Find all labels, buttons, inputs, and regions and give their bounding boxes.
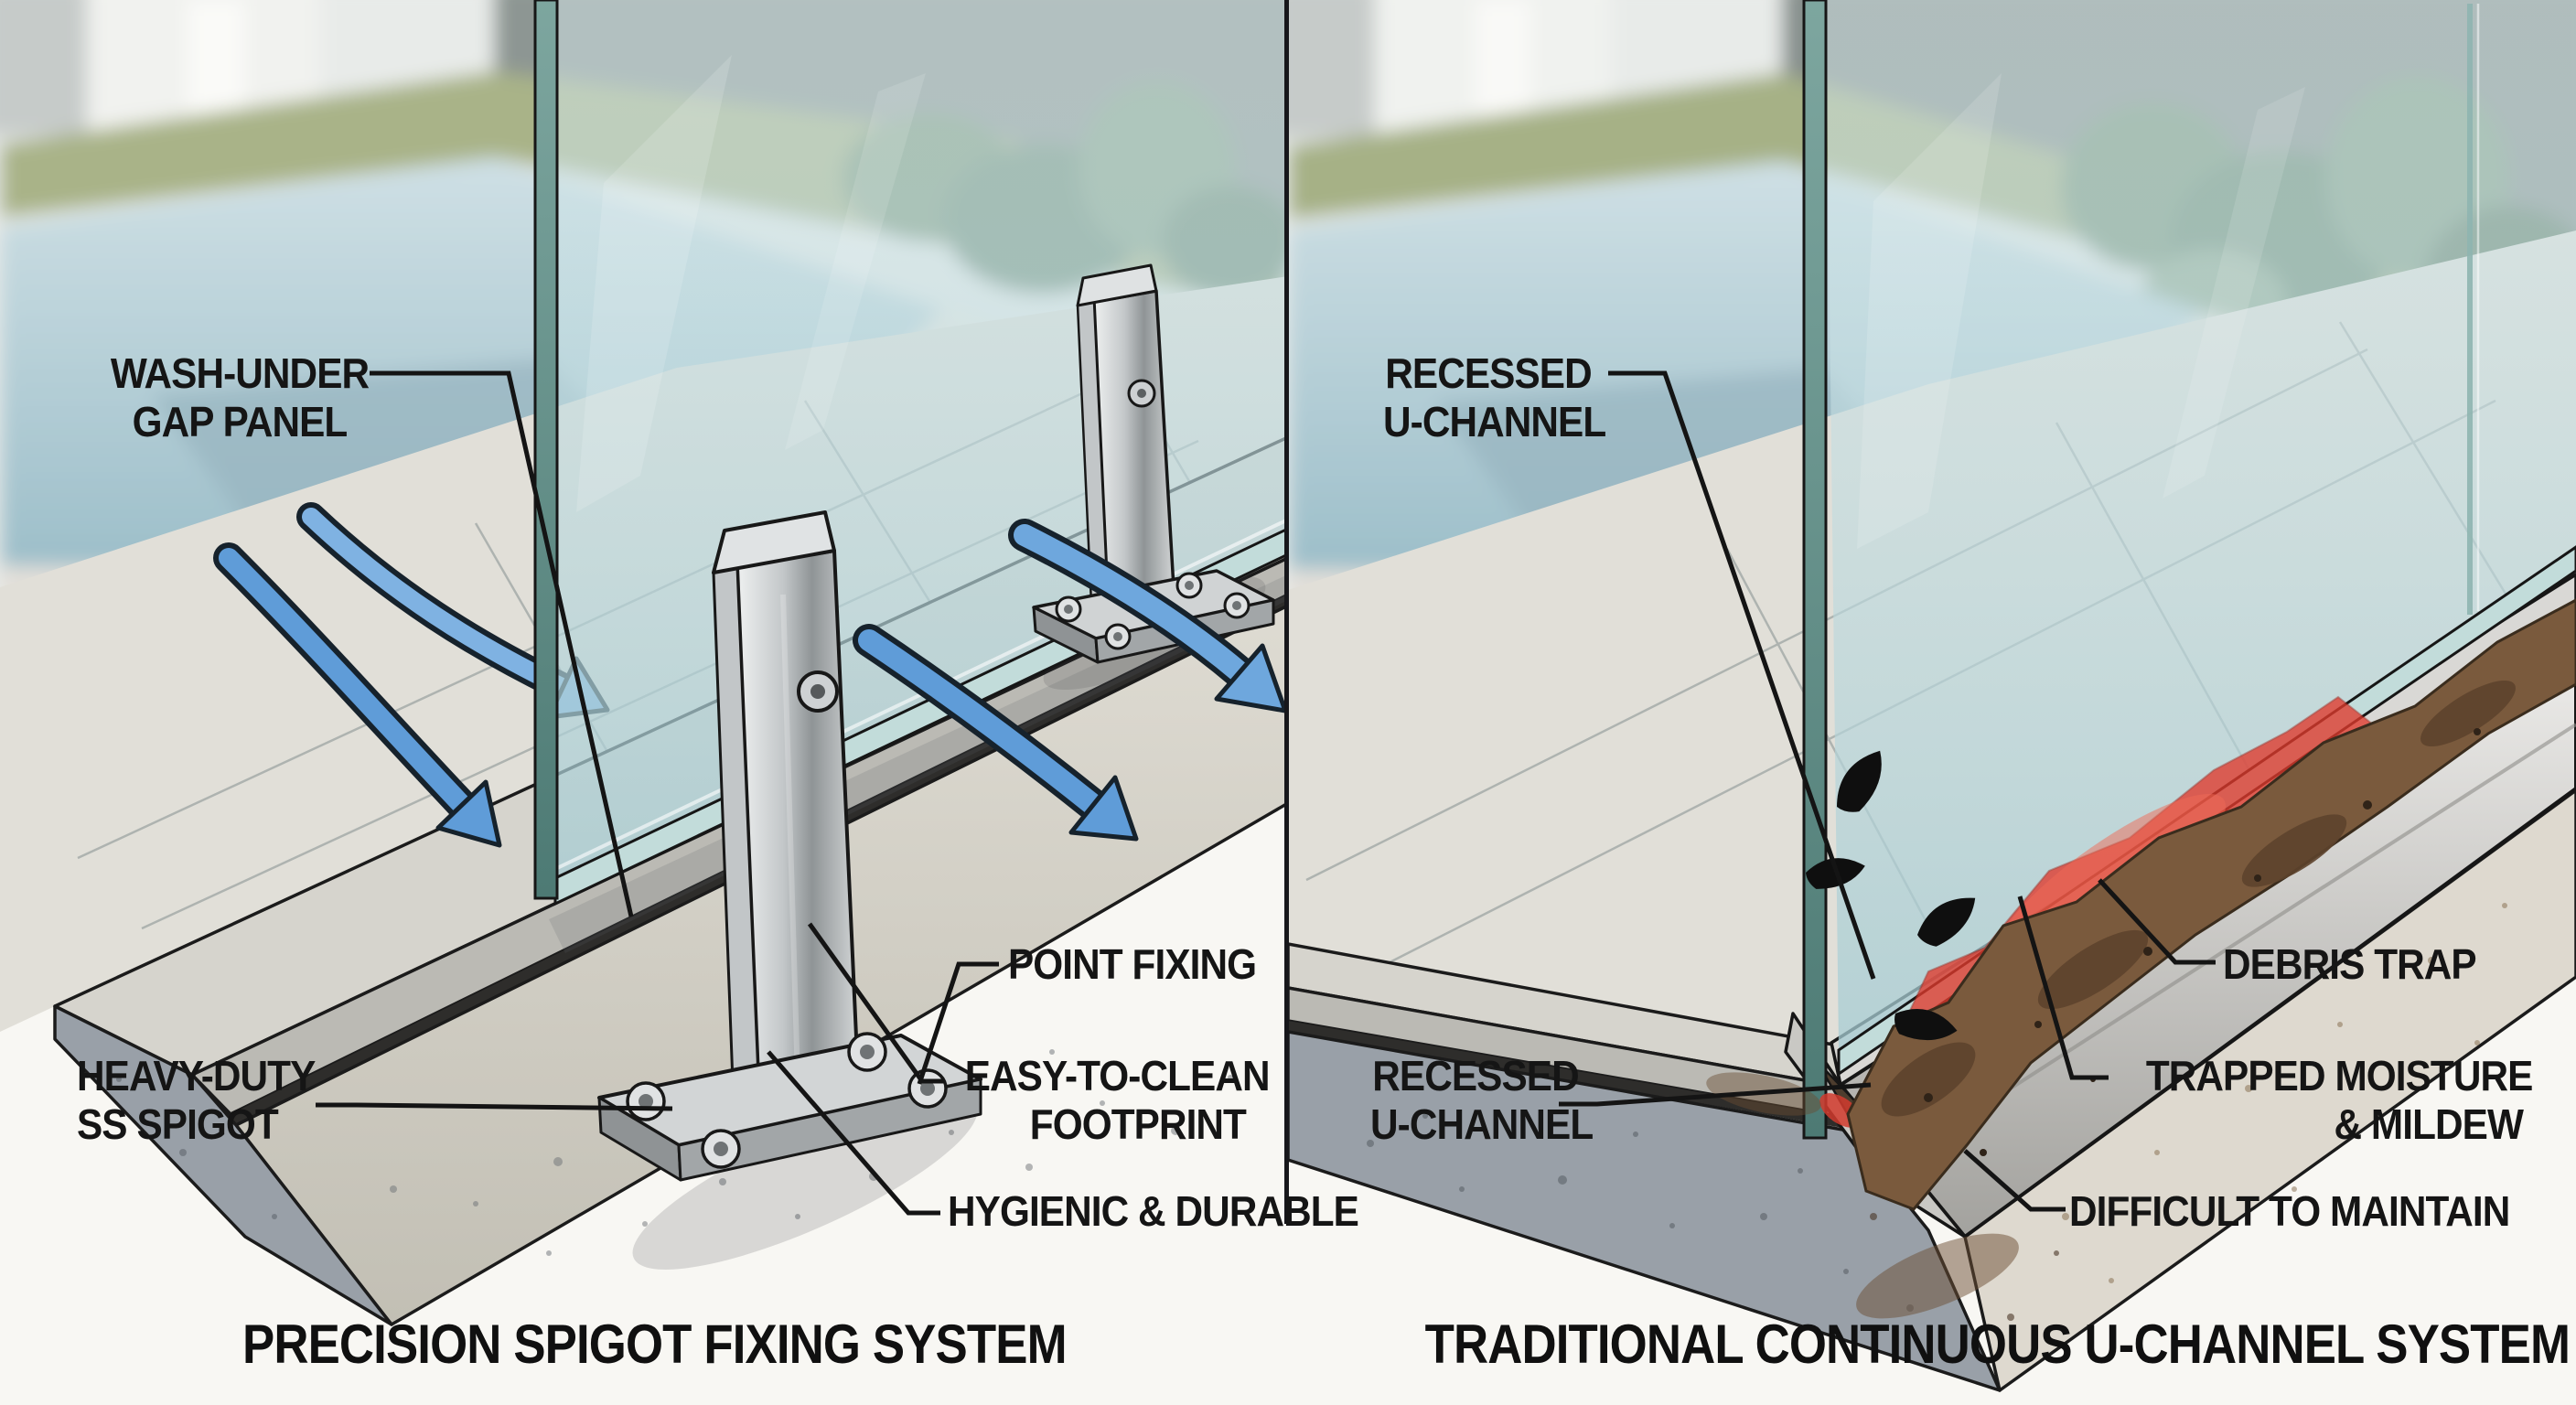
- label-line: U-CHANNEL: [1370, 1100, 1594, 1149]
- label-line: HYGIENIC & DURABLE: [948, 1187, 1359, 1235]
- label-heavy-duty-ss-spigot: HEAVY-DUTY SS SPIGOT: [77, 1052, 316, 1150]
- panel-divider: [1284, 0, 1289, 1224]
- flow-arrow-icon: [213, 542, 502, 848]
- label-recessed-u-channel-bottom: RECESSED U-CHANNEL: [1370, 1052, 1594, 1150]
- label-line: FOOTPRINT: [1029, 1100, 1247, 1149]
- label-line: & MILDEW: [2334, 1100, 2523, 1149]
- label-line: U-CHANNEL: [1383, 398, 1606, 446]
- label-hygienic-durable: HYGIENIC & DURABLE: [948, 1187, 1359, 1236]
- label-line: RECESSED: [1372, 1052, 1579, 1099]
- label-line: POINT FIXING: [1008, 940, 1257, 988]
- leader-line: [1559, 370, 2216, 1212]
- label-difficult-to-maintain: DIFFICULT TO MAINTAIN: [2069, 1187, 2510, 1236]
- label-line: TRAPPED MOISTURE: [2145, 1052, 2534, 1099]
- label-wash-under-gap-panel: WASH-UNDER GAP PANEL: [93, 349, 386, 447]
- flow-arrow-icon: [1008, 519, 1288, 713]
- spigot: [597, 510, 982, 1182]
- label-debris-trap: DEBRIS TRAP: [2223, 940, 2477, 989]
- label-point-fixing: POINT FIXING: [1008, 940, 1257, 989]
- leaf-icon: [1806, 750, 1976, 1041]
- label-line: EASY-TO-CLEAN: [964, 1052, 1271, 1099]
- label-recessed-u-channel-top: RECESSED U-CHANNEL: [1383, 349, 1606, 447]
- flow-arrow-icon: [853, 624, 1139, 842]
- label-line: DEBRIS TRAP: [2223, 940, 2477, 988]
- label-line: DIFFICULT TO MAINTAIN: [2069, 1187, 2510, 1235]
- right-panel-title: TRADITIONAL CONTINUOUS U-CHANNEL SYSTEM: [1424, 1314, 2571, 1375]
- label-line: GAP PANEL: [132, 398, 349, 446]
- right-illustration: [1288, 0, 2576, 1392]
- label-line: RECESSED: [1385, 349, 1592, 397]
- left-panel-title: PRECISION SPIGOT FIXING SYSTEM: [242, 1314, 1068, 1375]
- label-line: HEAVY-DUTY: [77, 1052, 316, 1099]
- concrete-plinth: [1288, 788, 2576, 1392]
- label-line: WASH-UNDER: [110, 349, 370, 397]
- left-illustration: [0, 0, 1288, 1326]
- leader-line: [316, 370, 999, 1216]
- label-trapped-moisture-mildew: TRAPPED MOISTURE & MILDEW: [2145, 1052, 2534, 1150]
- label-easy-to-clean-footprint: EASY-TO-CLEAN FOOTPRINT: [964, 1052, 1271, 1150]
- label-line: SS SPIGOT: [77, 1100, 279, 1149]
- debris: [1706, 598, 2576, 1321]
